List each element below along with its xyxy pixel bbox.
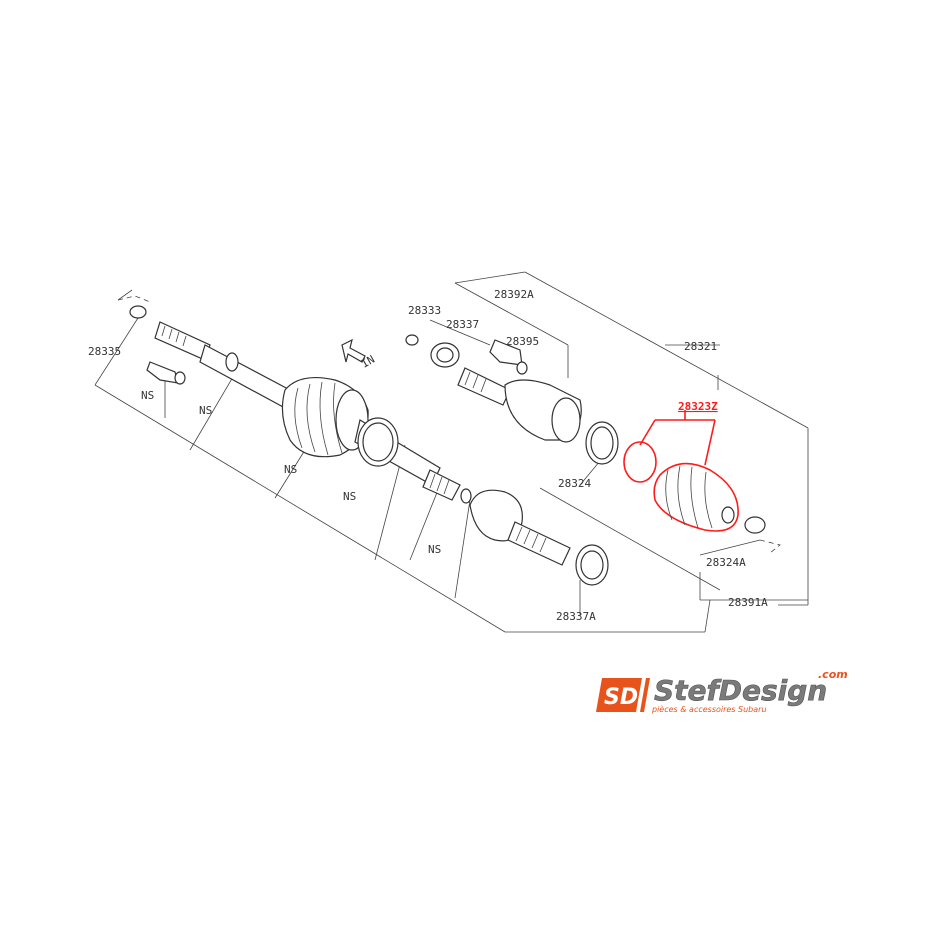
label-28323-highlighted: 28323Z bbox=[678, 400, 718, 413]
label-ns-2: NS bbox=[199, 404, 212, 417]
label-28337: 28337 bbox=[446, 318, 479, 331]
inner-joint-assembly bbox=[405, 334, 766, 534]
label-28395: 28395 bbox=[506, 335, 539, 348]
logo-monogram: SD bbox=[604, 685, 638, 710]
leader-lines bbox=[94, 271, 809, 633]
in-label: IN bbox=[359, 353, 377, 371]
label-28321: 28321 bbox=[684, 340, 717, 353]
axle-shaft-assembly bbox=[129, 305, 609, 586]
logo-badge bbox=[596, 678, 642, 712]
logo-wordmark: StefDesign bbox=[654, 674, 827, 707]
label-28337a: 28337A bbox=[556, 610, 596, 623]
logo-domain: .com bbox=[818, 668, 848, 681]
label-ns-3: NS bbox=[284, 463, 297, 476]
label-28391a: 28391A bbox=[728, 596, 768, 609]
brand-logo: SD StefDesign .com pièces & accessoires … bbox=[596, 668, 848, 714]
snap-ring-part bbox=[129, 305, 147, 319]
label-28335: 28335 bbox=[88, 345, 121, 358]
label-ns-4: NS bbox=[343, 490, 356, 503]
in-direction-arrow: IN bbox=[341, 338, 377, 371]
label-28324: 28324 bbox=[558, 477, 591, 490]
part-labels: 28335 28333 28337 28392A 28395 28321 283… bbox=[88, 288, 768, 623]
label-28333: 28333 bbox=[408, 304, 441, 317]
label-ns-5: NS bbox=[428, 543, 441, 556]
label-28324a: 28324A bbox=[706, 556, 746, 569]
boot-band-highlight bbox=[623, 441, 657, 483]
label-28392a: 28392A bbox=[494, 288, 534, 301]
logo-tagline: pièces & accessoires Subaru bbox=[651, 704, 767, 714]
label-ns-1: NS bbox=[141, 389, 154, 402]
